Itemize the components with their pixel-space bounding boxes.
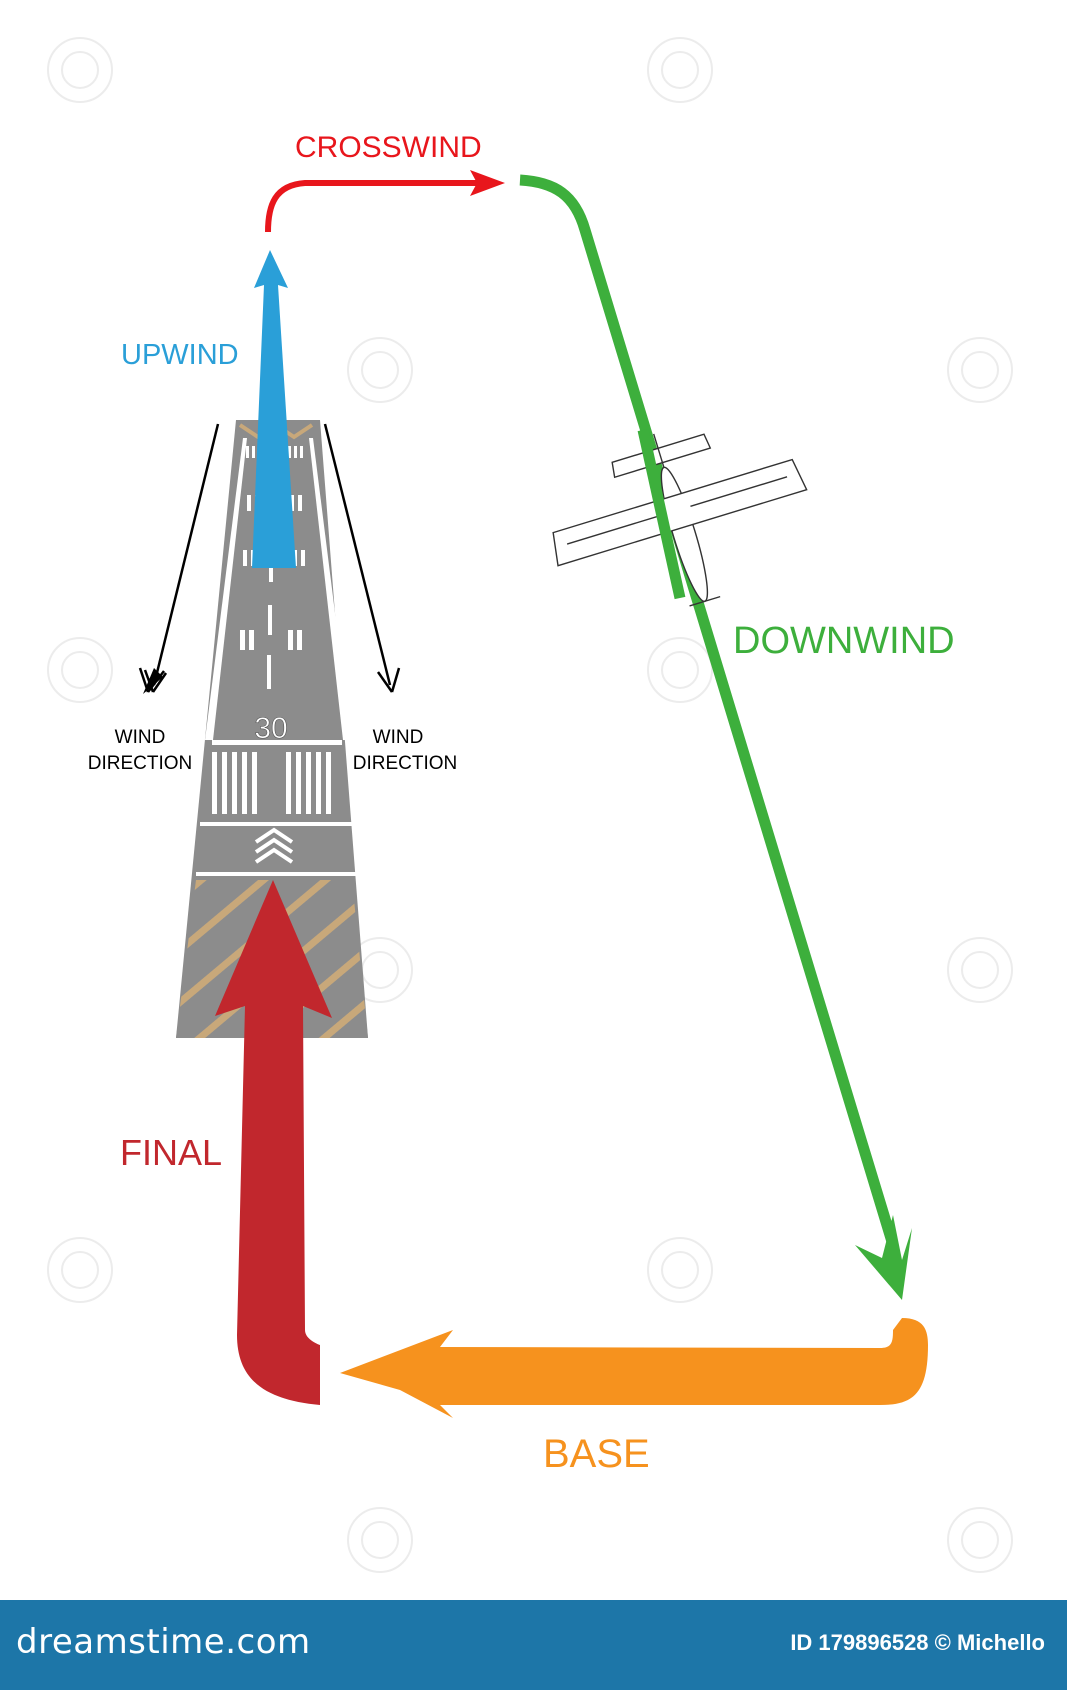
wind-label-right-line1: WIND (373, 727, 424, 748)
wind-arrow-right (323, 423, 401, 693)
base-arrow (340, 1318, 928, 1418)
downwind-path-overlay (637, 428, 686, 600)
final-label: FINAL (120, 1132, 222, 1173)
crosswind-arrowhead (470, 170, 505, 196)
footer-bar: dreamstime.com ID 179896528 © Michello (0, 1600, 1067, 1690)
upwind-label: UPWIND (121, 339, 239, 371)
wind-arrow-left-head (138, 667, 165, 693)
wind-label-left-line2: DIRECTION (88, 753, 193, 774)
image-id-credit: ID 179896528 © Michello (790, 1630, 1045, 1655)
upwind-arrow (252, 250, 296, 568)
watermark-swirls (47, 37, 1013, 1573)
traffic-pattern-diagram: 30 WIND DIRECTION WIND DIRECTION UPWIND … (47, 37, 1013, 1573)
downwind-path (519, 174, 899, 1247)
downwind-label: DOWNWIND (733, 620, 955, 662)
base-label: BASE (543, 1432, 650, 1476)
brand-logo[interactable]: dreamstime.com (16, 1622, 311, 1662)
wind-label-right-line2: DIRECTION (353, 753, 458, 774)
final-arrow (215, 880, 332, 1405)
wind-label-left-line1: WIND (115, 727, 166, 748)
wind-arrow-left (143, 423, 220, 694)
crosswind-label: CROSSWIND (295, 131, 482, 164)
crosswind-path (265, 180, 478, 233)
airplane-icon (552, 433, 808, 607)
runway-number: 30 (254, 712, 287, 745)
downwind-arrowhead (855, 1215, 912, 1300)
